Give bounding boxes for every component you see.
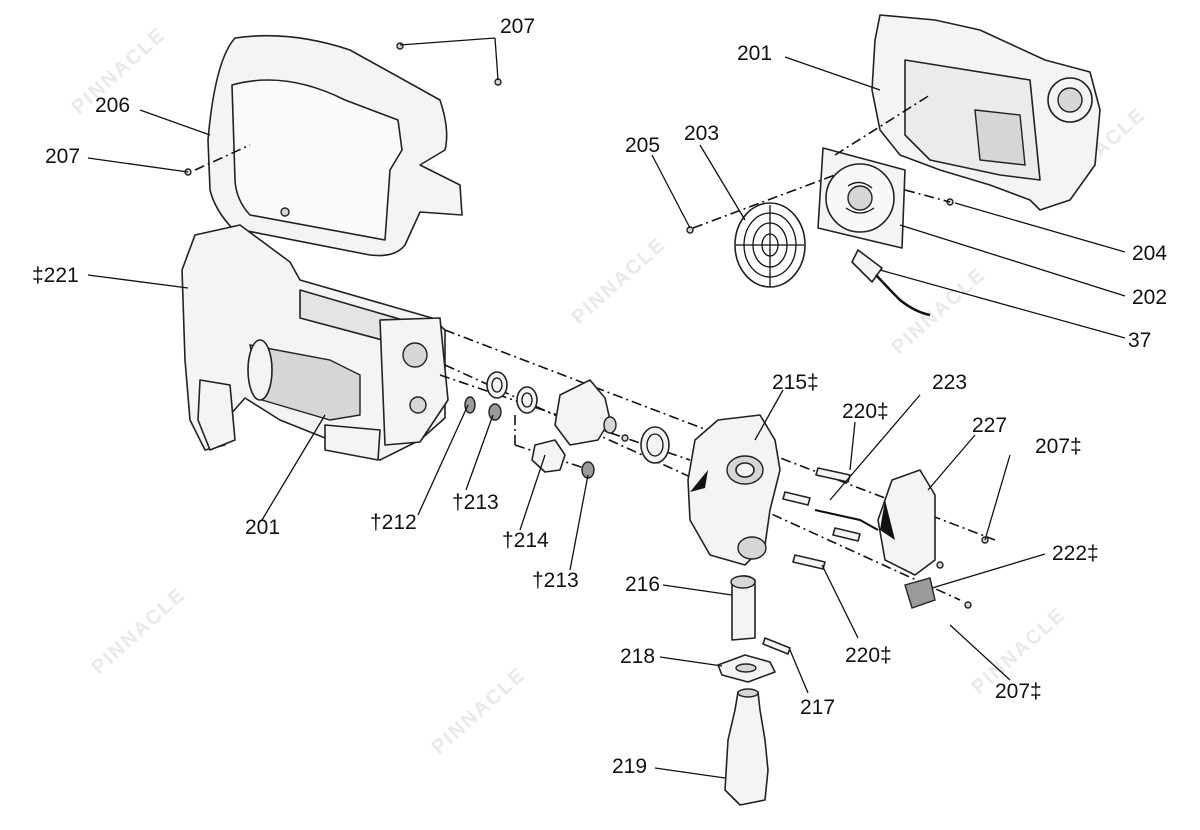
part-216-elbow xyxy=(730,575,756,641)
callout-215: 215‡ xyxy=(772,371,819,394)
part-227-cover xyxy=(877,469,936,576)
part-203-fan-guard xyxy=(734,202,806,288)
callout-207: 207 xyxy=(500,15,536,38)
callout-201: 201 xyxy=(737,42,773,65)
part-212-213-214-seals-and-gears xyxy=(464,371,670,479)
callout-227: 227 xyxy=(972,414,1008,437)
part-223-spring xyxy=(814,509,879,531)
part-207-screw xyxy=(936,561,944,569)
part-201-frame xyxy=(871,14,1101,211)
callout-207: 207‡ xyxy=(995,680,1042,703)
callout-207: 207 xyxy=(45,145,81,168)
callout-218: 218 xyxy=(620,645,656,668)
part-206-cover xyxy=(207,34,463,257)
part-207-screw xyxy=(964,601,972,609)
part-217-pin xyxy=(762,637,791,655)
callout-204: 204 xyxy=(1132,242,1168,265)
callout-220: 220‡ xyxy=(842,400,889,423)
leader-lines xyxy=(87,37,1126,779)
part-202-fan xyxy=(817,147,906,249)
callout-203: 203 xyxy=(684,122,720,145)
callout-216: 216 xyxy=(625,573,661,596)
callout-213: †213 xyxy=(452,491,499,514)
callout-222: 222‡ xyxy=(1052,542,1099,565)
callout-217: 217 xyxy=(800,696,836,719)
callout-213: †213 xyxy=(532,569,579,592)
part-219-inlet xyxy=(724,688,769,806)
part-201-motor-assembly xyxy=(181,224,449,461)
callout-202: 202 xyxy=(1132,286,1168,309)
part-37-cable xyxy=(851,249,931,317)
callout-220: 220‡ xyxy=(845,644,892,667)
callout-205: 205 xyxy=(625,134,661,157)
callout-221: ‡221 xyxy=(32,264,79,287)
callout-219: 219 xyxy=(612,755,648,778)
callout-212: †212 xyxy=(370,511,417,534)
callout-207: 207‡ xyxy=(1035,435,1082,458)
part-218-nut xyxy=(717,654,776,683)
callout-214: †214 xyxy=(502,529,549,552)
part-220-pins xyxy=(782,467,861,570)
callout-37: 37 xyxy=(1128,329,1152,352)
callout-223: 223 xyxy=(932,371,968,394)
part-222-plate xyxy=(904,577,936,609)
callout-206: 206 xyxy=(95,94,131,117)
part-215-pump-housing xyxy=(687,414,781,566)
callout-201: 201 xyxy=(245,516,281,539)
